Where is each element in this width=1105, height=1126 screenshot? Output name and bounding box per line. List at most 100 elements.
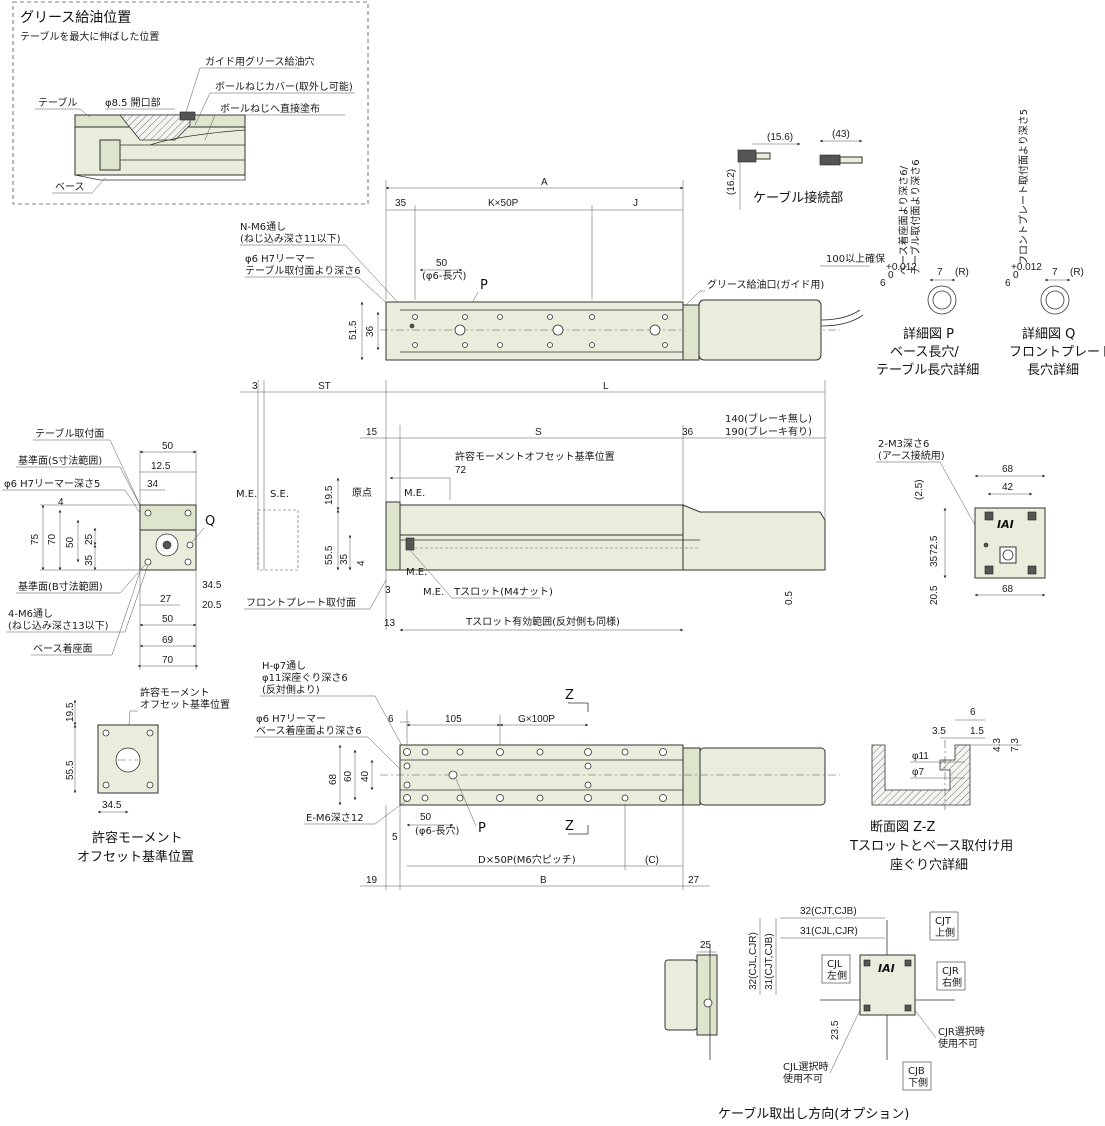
side-label-me4: M.E. [406,567,427,578]
side-dim-19-5: 19.5 [324,485,335,505]
bottom-dim-50: 50 [420,812,432,823]
front-label-ref-s: 基準面(S寸法範囲) [18,454,102,467]
bottom-dim-c: (C) [645,855,659,866]
rear-dim-20-5: 20.5 [929,585,940,605]
bottom-label-z1: Z [565,688,574,703]
detail-p-title-3: テーブル長穴詳細 [876,362,979,378]
detail-q-d7: 7 [1052,267,1058,278]
detail-q-r: (R) [1070,267,1084,278]
front-dim-35: 35 [84,554,95,566]
front-dim-20-5: 20.5 [202,600,222,611]
side-label-me2: M.E. [236,489,257,500]
section-dim-phi7: φ7 [912,767,924,778]
front-dim-75: 75 [30,533,41,545]
side-dim-3: 3 [252,381,258,392]
bottom-view: H-φ7通し φ11深座ぐり深さ6 (反対側より) φ6 H7リーマー ベース着… [254,660,840,890]
detail-q-title-3: 長穴詳細 [1027,362,1079,378]
detail-p-vert2: テーブル取付面より深さ6 [909,159,922,275]
side-label-me1: M.E. [404,488,425,499]
side-dim-15: 15 [366,427,378,438]
moment-label-2: オフセット基準位置 [140,698,230,711]
bottom-dim-40: 40 [360,770,371,782]
cable-dir-cjt-side: 上側 [935,926,955,939]
cable-dir-title: ケーブル取出し方向(オプション) [718,1106,909,1122]
moment-dim-34-5: 34.5 [102,800,122,811]
front-dim-34-5: 34.5 [202,580,222,591]
bottom-dim-105: 105 [445,714,462,725]
rear-dim-2-5: (2.5) [914,479,925,500]
side-dim-s: S [535,427,542,438]
grease-title: グリース給油位置 [20,10,131,26]
side-dim-l: L [603,381,609,392]
top-label-nm6-depth: (ねじ込み深さ11以下) [240,233,341,245]
section-dim-3-5: 3.5 [932,726,946,737]
top-dim-k: K×50P [488,198,519,209]
detail-p-title-1: 詳細図 P [903,326,954,342]
bottom-dim-60: 60 [343,770,354,782]
detail-q-title-1: 詳細図 Q [1022,326,1075,342]
cable-dim-15-6: (15.6) [767,132,793,143]
front-dim-50b: 50 [162,614,174,625]
cable-dir-dim-25: 25 [700,940,712,951]
detail-p-tol: 6 [880,278,886,289]
detail-p-tol-sup: +0.012 [886,262,917,273]
bottom-dim-slot: (φ6-長穴) [415,824,459,837]
side-label-front-plate: フロントプレート取付面 [246,596,356,609]
cable-dim-43: (43) [832,129,850,140]
detail-p: ベース着座面より深さ6/ テーブル取付面より深さ6 6 +0.012 0 7 (… [876,159,979,378]
rear-view: 2-M3深さ6 (アース接続用) 68 42 IAI (2.5) 72.5 35… [876,438,1046,605]
cable-dir-logo: IAI [878,962,895,975]
front-label-reamer: φ6 H7リーマー深さ5 [4,478,100,490]
section-zz: 6 3.5 1.5 4.3 7.3 φ11 φ7 断面図 Z-Z Tスロットとベ… [849,707,1022,873]
side-label-origin: 原点 [352,487,372,499]
cable-connection-title: ケーブル接続部 [753,190,843,206]
bottom-dim-5: 5 [392,832,398,843]
front-label-ref-b: 基準面(B寸法範囲) [18,580,103,593]
grease-label-base: ベース [55,181,85,193]
detail-q-tol-sup: +0.012 [1011,262,1042,273]
section-dim-6: 6 [970,707,976,718]
top-dim-51-5: 51.5 [348,320,359,340]
front-dim-70: 70 [47,533,58,545]
top-dim-j: J [633,198,638,209]
cable-dir-vdim-31: 31(CJT,CJB) [764,933,775,990]
front-dim-12-5: 12.5 [151,461,171,472]
bottom-label-em6: E-M6深さ12 [306,812,364,824]
top-dim-ensure: 100以上確保 [826,252,885,265]
side-dim-st: ST [318,381,331,392]
section-dim-phi11: φ11 [912,751,929,762]
front-dim-34: 34 [147,479,159,490]
detail-p-tol-sub: 0 [888,270,894,281]
cable-dir-vdim-32: 32(CJL,CJR) [748,932,759,990]
rear-label-m3: 2-M3深さ6 [878,438,929,450]
cable-dir-cjl-na2: 使用不可 [783,1072,823,1085]
moment-label-1: 許容モーメント [140,686,210,699]
side-label-tslot: Tスロット(M4ナット) [453,586,553,598]
cable-dir-cjl-side: 左側 [827,969,847,982]
section-title-3: 座ぐり穴詳細 [890,857,968,873]
grease-label-direct: ボールねじへ直接塗布 [220,102,320,115]
bottom-dim-27: 27 [688,875,700,886]
top-label-p: P [480,278,488,293]
rear-dim-68: 68 [1002,464,1014,475]
front-dim-27: 27 [160,594,172,605]
side-dim-13: 13 [384,618,396,629]
moment-dim-19-5: 19.5 [65,702,76,722]
section-dim-1-5: 1.5 [970,726,984,737]
front-dim-4: 4 [58,497,64,508]
front-dim-69: 69 [162,635,174,646]
top-dim-50: 50 [436,258,448,269]
bottom-dim-g: G×100P [518,714,555,725]
front-dim-70b: 70 [162,655,174,666]
detail-p-r: (R) [955,267,969,278]
top-label-reamer: φ6 H7リーマー [245,254,315,265]
cable-dir-dim-32: 32(CJT,CJB) [800,906,857,917]
moment-title-1: 許容モーメント [92,830,182,846]
moment-dim-55-5: 55.5 [65,760,76,780]
rear-logo: IAI [997,518,1014,531]
side-dim-35: 35 [339,553,350,565]
detail-q-tol: 6 [1005,278,1011,289]
rear-dim-35: 35 [929,555,940,567]
grease-label-table: テーブル [38,96,77,109]
